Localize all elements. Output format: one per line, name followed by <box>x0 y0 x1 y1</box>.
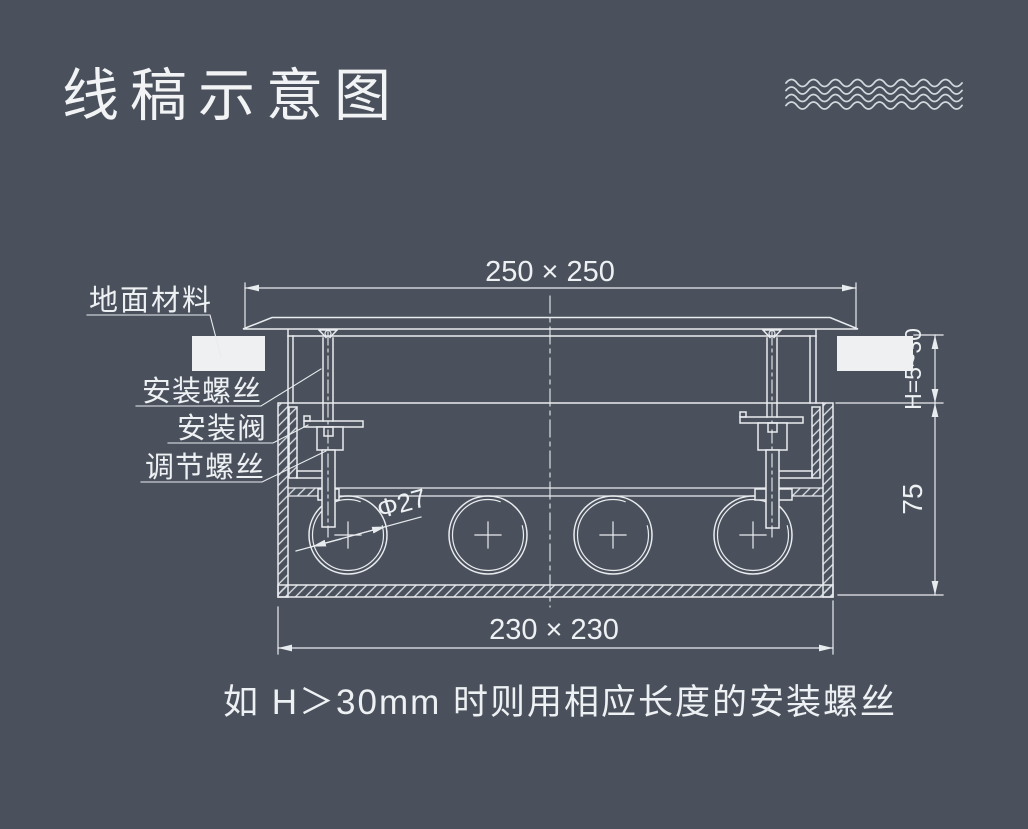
callout-floor-material: 地面材料 <box>89 284 213 317</box>
screw-assembly-left <box>303 328 364 538</box>
floor-material-block-right <box>837 336 913 371</box>
page-title: 线稿示意图 <box>62 64 402 128</box>
dimension-box-depth <box>837 402 944 596</box>
dimension-hole-diameter <box>295 516 422 552</box>
dimension-label-floor-height: H=5~30 <box>900 328 926 410</box>
knockout-hole <box>448 495 528 575</box>
callout-mounting-valve: 安装阀 <box>177 412 267 445</box>
wave-line <box>785 86 963 95</box>
knockout-holes <box>308 495 793 575</box>
wave-line <box>785 93 963 103</box>
footnote: 如 H＞30mm 时则用相应长度的安装螺丝 <box>223 683 897 722</box>
cover-plate <box>242 316 859 404</box>
enclosure-box <box>277 402 834 598</box>
callout-adjustment-screw: 调节螺丝 <box>145 451 265 484</box>
dimension-top-width <box>244 282 857 329</box>
dimension-label-box-depth: 75 <box>897 483 928 514</box>
knockout-hole <box>308 495 388 575</box>
dimension-label-bottom-width: 230 × 230 <box>489 614 619 646</box>
callout-mounting-screw: 安装螺丝 <box>142 375 262 408</box>
screw-assembly-right <box>739 328 804 538</box>
wave-line <box>785 101 963 110</box>
dimension-bottom-width <box>277 600 834 655</box>
floor-material-block-left <box>192 336 265 371</box>
dimension-label-top-width: 250 × 250 <box>485 256 615 288</box>
callout-leaders <box>86 314 327 483</box>
knockout-hole <box>713 495 793 575</box>
dimension-floor-height <box>835 334 944 404</box>
wave-line <box>785 78 963 88</box>
wavy-lines-decoration <box>785 78 963 110</box>
knockout-hole <box>573 495 653 575</box>
